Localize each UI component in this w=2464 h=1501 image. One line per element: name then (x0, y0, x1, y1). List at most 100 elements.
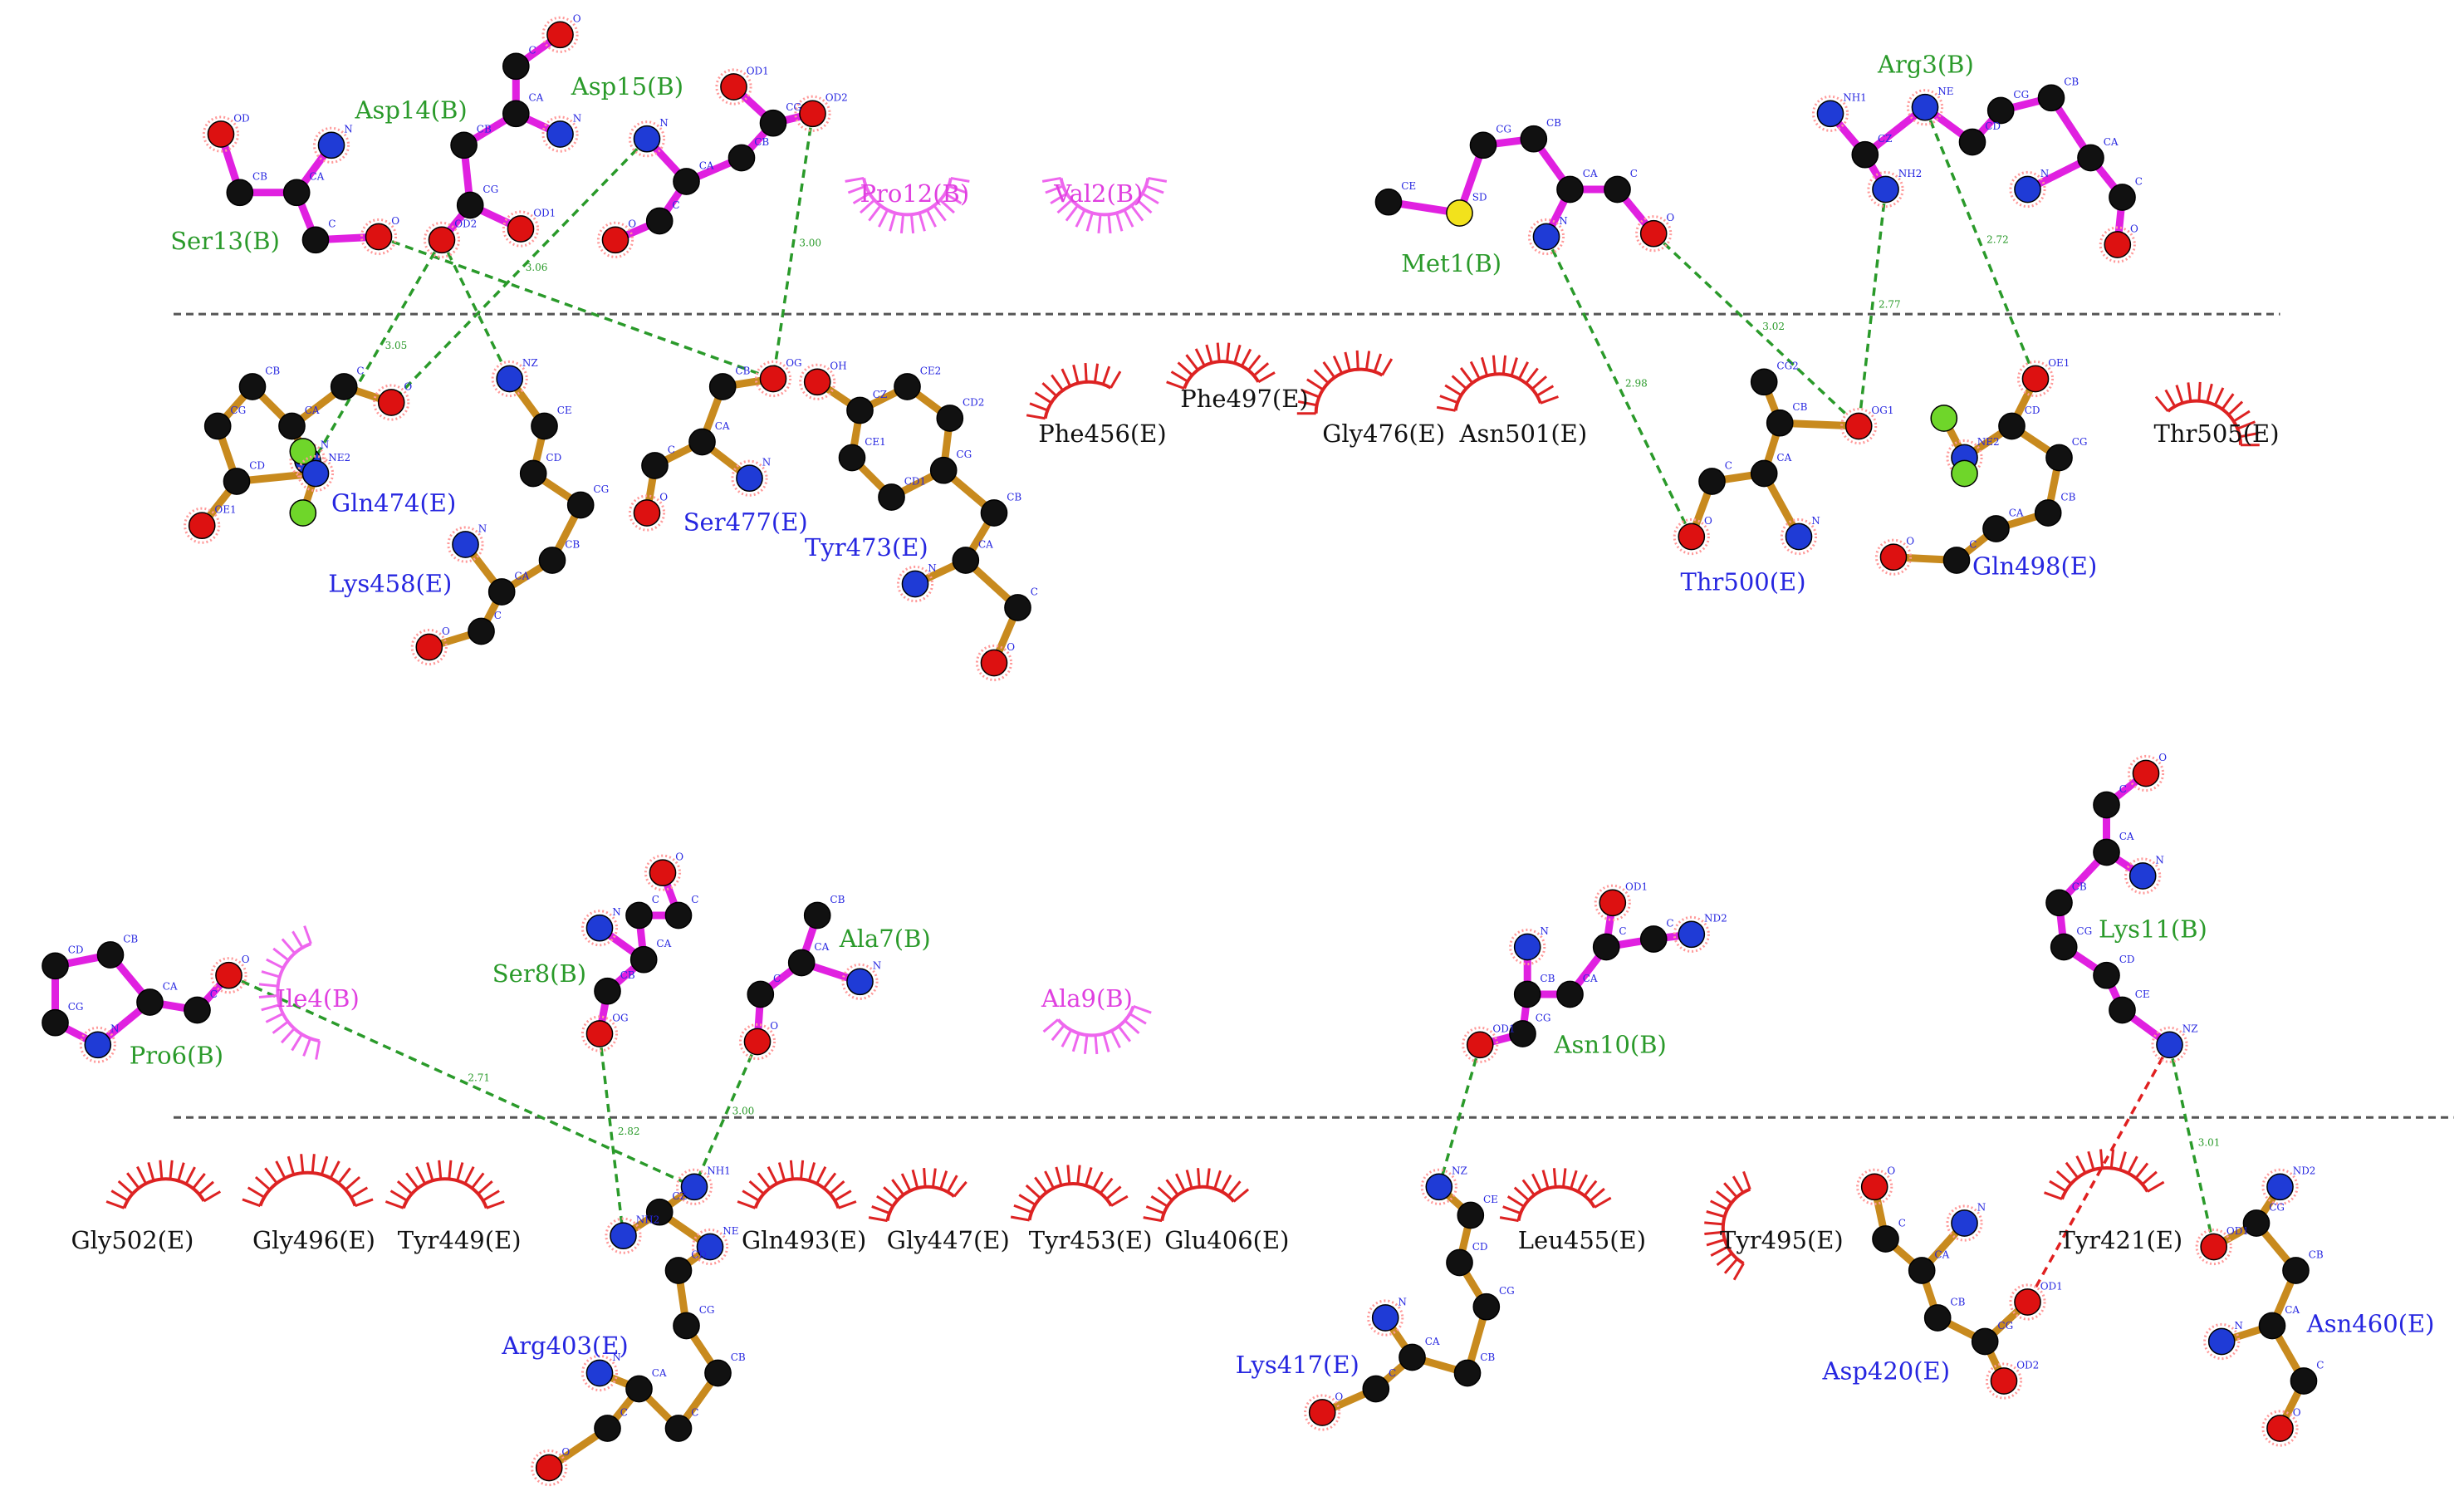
pro6-b-atom-halo (79, 1026, 116, 1063)
ala7-b-atom (846, 968, 874, 996)
hydrophobic-tyr421-e-spoke (2043, 1191, 2063, 1200)
tyr473-e-atom-label: O (1007, 641, 1015, 653)
label-asp420-e: Asp420(E) (1822, 1357, 1951, 1386)
asp15-b-atom (727, 144, 756, 172)
hydrophobic-pro12-b (845, 176, 970, 234)
hbond-2-distance: 3.06 (526, 262, 548, 273)
pro6-b-atom-label: CA (163, 980, 178, 992)
arg3-b-atom (1872, 175, 1899, 204)
thr500-e-atom-halo (1840, 407, 1878, 445)
arg403-e-atom (664, 1415, 693, 1442)
hydrophobic-tyr453-e-spoke (1105, 1185, 1122, 1200)
hbond-11 (598, 1033, 625, 1236)
gln498-e-atom-label: CB (2060, 491, 2075, 503)
hydrophobic-thr505-e (2154, 381, 2260, 447)
hydrophobic-asn501-e-spoke (1510, 357, 1518, 376)
ala7-b-atom-label: CB (830, 894, 845, 905)
label-tyr453-e: Tyr453(E) (1029, 1226, 1153, 1254)
tyr473-e-atom-label: CE2 (920, 365, 942, 376)
asn10-b-atom-label: ND2 (1704, 913, 1727, 925)
ala7-b-atom (747, 980, 775, 1008)
lys417-e-atom (1308, 1399, 1336, 1426)
hydrophobic-tyr449-e-spoke (482, 1190, 500, 1202)
hydrophobic-ile4-b-arc (276, 942, 320, 1043)
hydrophobic-tyr495-e-spoke (1742, 1170, 1751, 1190)
asp420-e-atom (2014, 1288, 2041, 1316)
hydrophobic-phe456-e-spoke (1072, 364, 1080, 384)
thr500-e-atom (1698, 468, 1726, 495)
asn460-e-atom-halo (2195, 1228, 2232, 1266)
tyr473-e-atom (980, 499, 1008, 527)
lys458-e-atom-label: O (442, 625, 450, 637)
arg403-e-atom (625, 1375, 653, 1403)
lys458-e-atom-label: NZ (522, 357, 538, 369)
hbond-4 (378, 235, 774, 380)
asp15-b-atom (673, 168, 700, 195)
tyr473-e-atom-label: CB (1007, 491, 1021, 503)
met1-b-atom-label: CB (1546, 117, 1561, 129)
asp420-e-atom-label: C (1898, 1217, 1906, 1229)
asp14-b-atom-label: C (529, 45, 536, 56)
lys11-b-atom (2050, 933, 2078, 961)
label-lys11-b: Lys11(B) (2099, 915, 2207, 944)
asp420-e-atom-halo (1946, 1204, 1983, 1242)
hydrophobic-gly502-e-spoke (177, 1162, 185, 1181)
asn10-b-atom-label: OD1 (1492, 1023, 1515, 1035)
hydrophobic-tyr421-e-spoke (2065, 1161, 2079, 1179)
lys417-e-atom-label: CA (1425, 1336, 1440, 1347)
thr500-e-atom (1750, 368, 1778, 396)
ala7-b-atom-label: CA (814, 941, 829, 953)
ser477-e-atom-label: CB (735, 365, 750, 376)
hydrophobic-gly447-e-spoke (923, 1168, 927, 1187)
asp14-b-atom (428, 226, 456, 254)
hydrophobic-gly502-e-spoke (105, 1200, 125, 1209)
hydrophobic-phe497-e-spoke (1226, 342, 1231, 362)
lys11-b-atom-label: C (2119, 783, 2127, 795)
asn460-e-atom-label: OD1 (2226, 1225, 2249, 1237)
hydrophobic-glu406-e-spoke (1220, 1174, 1232, 1193)
hydrophobic-gly447-e-spoke (911, 1169, 919, 1189)
hydrophobic-ala9-b-spoke (1102, 1033, 1110, 1052)
hydrophobic-ala9-b-spoke (1042, 1018, 1060, 1033)
ala7-b-atom (787, 949, 816, 977)
hbond-12-distance: 3.00 (732, 1105, 755, 1116)
hydrophobic-gly476-e-spoke (1322, 361, 1336, 379)
label-tyr449-e: Tyr449(E) (398, 1226, 522, 1254)
hydrophobic-leu455-e-arc (1516, 1185, 1596, 1221)
gln474-e-atom-halo (373, 384, 410, 421)
arg403-e-atom-label: CZ (672, 1190, 687, 1202)
asp15-b-atom-label: OD1 (747, 65, 769, 76)
ala7-b-atom-label: C (773, 973, 781, 984)
asn10-b-atom-halo (1673, 915, 1710, 953)
gln474-e-atom (330, 373, 358, 400)
thr500-e-atom-halo (1780, 518, 1818, 556)
thr500-e-atom (1678, 522, 1706, 551)
asn460-e-atom (2290, 1367, 2318, 1395)
arg403-e-atom-label: NE (723, 1225, 738, 1237)
lys11-b-atom (2093, 791, 2120, 819)
asn460-e-atom (2282, 1257, 2310, 1284)
hydrophobic-val2-b-spoke (1050, 192, 1068, 205)
arg403-e-atom-label: C (620, 1406, 628, 1418)
gln498-e-atom (1879, 543, 1908, 571)
hydrophobic-tyr453-e-arc (1027, 1182, 1113, 1221)
hbond-1 (314, 238, 443, 459)
hydrophobic-val2-b (1041, 176, 1168, 234)
hydrophobic-tyr495-e-arc (1721, 1187, 1751, 1265)
ser477-e-atom (633, 499, 661, 527)
arg3-b-atom (2104, 231, 2132, 258)
asp420-e-atom (1990, 1367, 2018, 1395)
met1-b-atom-label: SD (1472, 191, 1487, 203)
asn460-e-atom (2242, 1209, 2271, 1237)
ser477-e-atom-label: N (762, 457, 772, 468)
hydrophobic-gly476-e-spoke (1364, 351, 1371, 370)
hydrophobic-pro12-b-spoke (926, 209, 937, 228)
lys458-e-atom-halo (410, 628, 448, 666)
hydrophobic-leu455-e-spoke (1531, 1173, 1542, 1192)
arg3-b-atom-halo (1811, 95, 1849, 132)
hydrophobic-gly496-e-spoke (355, 1198, 374, 1208)
lys11-b-atom-halo (2127, 754, 2165, 792)
hydrophobic-tyr421-e-spoke (2134, 1162, 2149, 1180)
hydrophobic-tyr453-e-spoke (1110, 1194, 1129, 1207)
hydrophobic-gly502-e-spoke (159, 1160, 164, 1180)
